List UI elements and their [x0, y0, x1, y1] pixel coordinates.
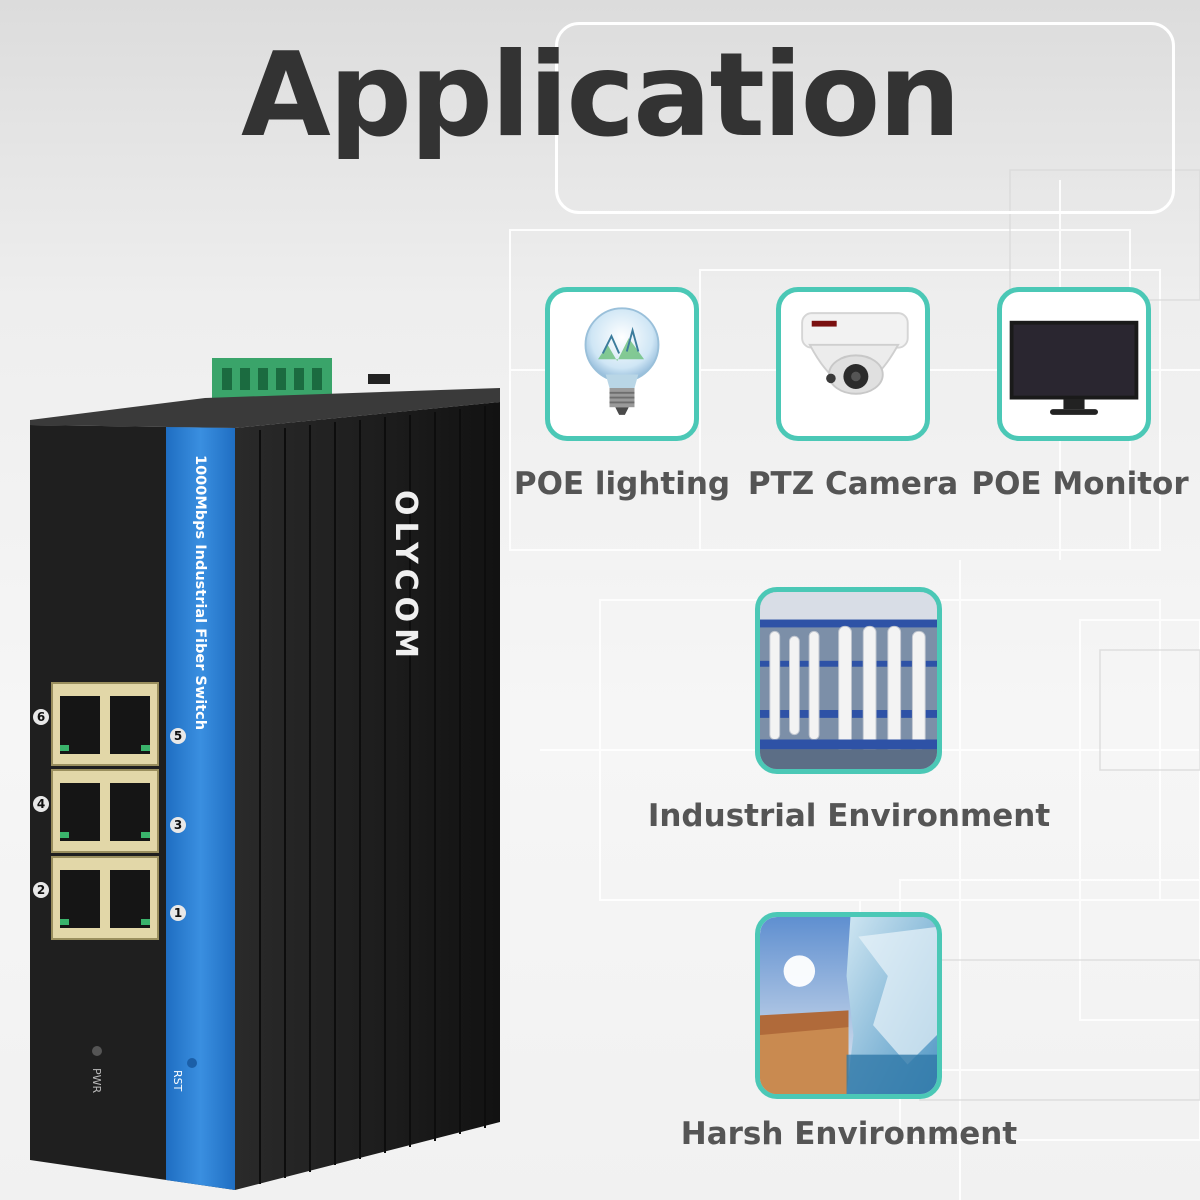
poe-lighting-label: POE lighting — [513, 466, 731, 502]
blue-strip — [166, 427, 235, 1190]
poe-lighting-card — [545, 287, 699, 441]
monitor-icon — [1009, 320, 1139, 415]
harsh-environment-card — [755, 912, 942, 1099]
industrial-plant-image — [760, 592, 937, 769]
strip-text: 1000Mbps Industrial Fiber Switch — [192, 455, 208, 730]
dome-camera-icon — [801, 312, 909, 395]
industrial-switch-image: OLYCOM 1000Mbps Industrial Fiber Switch … — [30, 358, 500, 1190]
desert-glacier-image — [760, 917, 937, 1094]
industrial-environment-label: Industrial Environment — [647, 798, 1051, 834]
rj45-ports — [51, 682, 159, 940]
poe-monitor-label: POE Monitor — [971, 466, 1189, 502]
port-number-1: 1 — [174, 906, 182, 920]
port-number-2: 2 — [37, 883, 45, 897]
rst-label: RST — [171, 1070, 184, 1092]
pwr-label: PWR — [90, 1068, 103, 1094]
industrial-environment-card — [755, 587, 942, 774]
ptz-camera-card — [776, 287, 930, 441]
port-number-3: 3 — [174, 818, 182, 832]
port-number-5: 5 — [174, 729, 182, 743]
lightbulb-icon — [584, 307, 660, 415]
port-number-4: 4 — [37, 797, 45, 811]
brand-logo: OLYCOM — [388, 490, 423, 664]
title-frame — [555, 22, 1175, 214]
harsh-environment-label: Harsh Environment — [680, 1116, 1018, 1152]
poe-monitor-card — [997, 287, 1151, 441]
page-title: Application — [241, 28, 961, 163]
port-number-6: 6 — [37, 710, 45, 724]
ptz-camera-label: PTZ Camera — [747, 466, 959, 502]
